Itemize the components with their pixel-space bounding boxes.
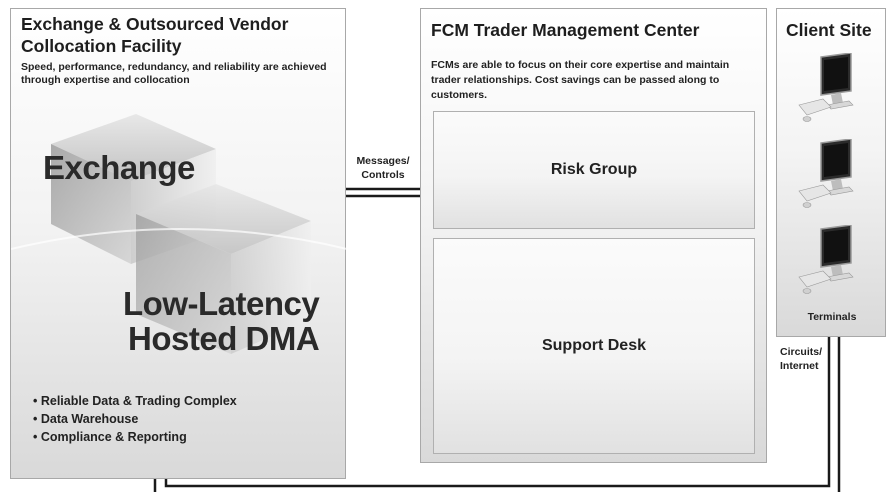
exchange-panel-title: Exchange & Outsourced Vendor Collocation… <box>21 14 289 56</box>
cube-illustration <box>11 114 347 354</box>
internet-line: Internet <box>780 360 819 372</box>
risk-group-box: Risk Group <box>433 111 755 229</box>
fcm-panel-title: FCM Trader Management Center <box>431 20 700 40</box>
fcm-management-panel: FCM Trader Management Center FCMs are ab… <box>420 8 767 463</box>
support-desk-box: Support Desk <box>433 238 755 454</box>
controls-line: Controls <box>361 169 405 181</box>
hosted-dma-line2: Hosted DMA <box>128 320 320 357</box>
feature-item: Compliance & Reporting <box>33 428 237 446</box>
exchange-cube-label: Exchange <box>43 149 195 186</box>
feature-item: Data Warehouse <box>33 410 237 428</box>
circuits-line: Circuits/ <box>780 346 823 358</box>
support-desk-label: Support Desk <box>541 337 646 354</box>
messages-controls-label: Messages/ Controls <box>346 154 420 182</box>
risk-group-label: Risk Group <box>550 161 638 178</box>
feature-item: Reliable Data & Trading Complex <box>33 392 237 410</box>
exchange-facility-panel: Exchange & Outsourced Vendor Collocation… <box>10 8 347 479</box>
fcm-panel-subtitle: FCMs are able to focus on their core exp… <box>431 59 730 101</box>
computer-terminal-icon <box>798 139 854 208</box>
hosted-dma-line1: Low-Latency <box>123 285 320 322</box>
exchange-panel-subtitle: Speed, performance, redundancy, and reli… <box>21 61 327 86</box>
messages-line: Messages/ <box>356 155 410 167</box>
feature-list: Reliable Data & Trading Complex Data War… <box>33 392 237 446</box>
hosted-dma-label: Low-Latency Hosted DMA <box>123 285 320 357</box>
computer-terminal-icon <box>798 225 854 294</box>
client-panel-title: Client Site <box>786 20 872 40</box>
computer-terminal-icon <box>798 53 854 122</box>
circuits-internet-label: Circuits/ Internet <box>780 345 822 373</box>
client-site-panel: Client Site Terminals <box>776 8 886 337</box>
terminals-label: Terminals <box>807 311 857 323</box>
